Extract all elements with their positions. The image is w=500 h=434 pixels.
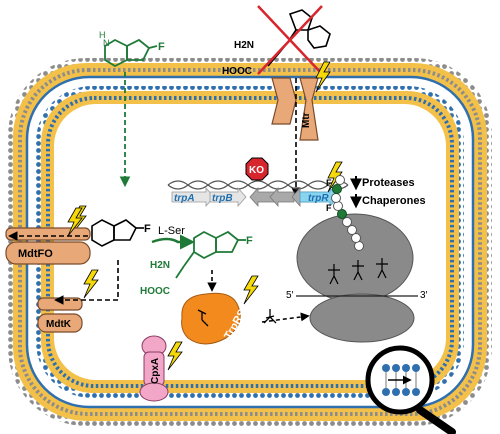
indole-extracellular: F H N [99, 30, 165, 68]
bolt-mdtfo [67, 207, 83, 237]
ribosome: 5′ 3′ [286, 213, 428, 343]
trp-operon: trpA trpB trpR [167, 180, 349, 208]
peptide-bead-2 [351, 233, 361, 243]
peptide-bead-9 [335, 175, 345, 185]
mdtk-transporter: MdtK [37, 297, 83, 333]
ftrp-f-label: F [246, 235, 253, 247]
trp-out-hooc-label: HOOC [222, 66, 252, 77]
cpxa-sensor: CpxA [139, 335, 169, 402]
ko-label: KO [249, 165, 264, 176]
fluoro-tryptophan: F H2N HOOC [140, 230, 253, 297]
magnifier-membrane-detail [382, 364, 420, 396]
indole-intracellular: F [91, 219, 151, 247]
peptide-bead-7 [331, 193, 341, 203]
bolt-operon [327, 161, 343, 193]
dna-helix [167, 180, 349, 190]
magnifier-handle [416, 406, 456, 434]
bolt-cpxa [167, 341, 183, 371]
gene-label-trpR: trpR [308, 193, 329, 204]
ko-stop-sign: KO [245, 157, 269, 181]
indole-f-label: F [158, 41, 165, 53]
mtr-label: Mtr [301, 112, 312, 128]
gene-label-trpB: trpB [212, 193, 233, 204]
mdtk-label: MdtK [46, 319, 72, 330]
trprs-trna [197, 309, 209, 327]
peptide-bead-8 [332, 184, 342, 194]
bolt-trprs [243, 275, 259, 305]
indole-n-label: N [103, 38, 110, 48]
trp-out-h2n-label: H2N [234, 40, 254, 51]
lser-arrow [151, 234, 195, 250]
gene-label-trpA: trpA [174, 193, 195, 204]
trna-2 [352, 260, 364, 281]
bolt-mdtk [83, 269, 99, 299]
mdtfo-cap [5, 227, 91, 241]
charged-trna [263, 309, 277, 324]
trna-3 [376, 258, 388, 279]
mdtk-body [37, 313, 83, 333]
nascent-peptide: F F [326, 175, 364, 251]
proteases-label: Proteases [362, 177, 415, 189]
indole-to-mdtk-path [54, 260, 119, 305]
cross-line-2 [257, 5, 323, 75]
lser-label: L-Ser [158, 225, 185, 237]
gene-arrow-trpB [209, 186, 247, 208]
peptide-f-label-1: F [326, 178, 332, 188]
outer-membrane-inner-heads [18, 68, 482, 416]
mtr-transporter: Mtr [271, 77, 319, 141]
peptide-bead-4 [342, 217, 352, 227]
ftrp-h2n-label: H2N [150, 260, 170, 271]
indole-nh-label: H [99, 30, 106, 40]
mtr-left-half [271, 77, 297, 125]
mdtfo-transporter: MdtFO [5, 227, 91, 265]
ribosome-small-subunit [309, 293, 415, 343]
cpxa-bottom [139, 382, 169, 402]
ftrp-hooc-label: HOOC [140, 286, 170, 297]
bolt-mtr [315, 61, 331, 93]
quality-control-labels: Proteases Chaperones [350, 176, 426, 209]
peptide-f-label-2: F [326, 203, 332, 213]
trna-to-ribosome-arrow [261, 312, 310, 323]
mdtfo-body [5, 241, 91, 265]
indole-in-f-label: F [144, 223, 151, 235]
lser-conversion: L-Ser [151, 225, 195, 250]
chaperones-label: Chaperones [362, 195, 426, 207]
peptide-bead-5 [337, 209, 347, 219]
mdtfo-label: MdtFO [18, 248, 53, 260]
trprs-body [181, 292, 241, 345]
peptide-bead-3 [347, 225, 357, 235]
magnifying-glass-icon [365, 345, 456, 434]
ko-octagon [245, 157, 269, 181]
inner-membrane-inner-heads [46, 96, 454, 388]
cpxa-label: CpxA [150, 358, 161, 384]
trna-1 [328, 264, 340, 285]
mrna-5prime: 5′ [286, 290, 294, 301]
mrna-3prime: 3′ [420, 290, 428, 301]
